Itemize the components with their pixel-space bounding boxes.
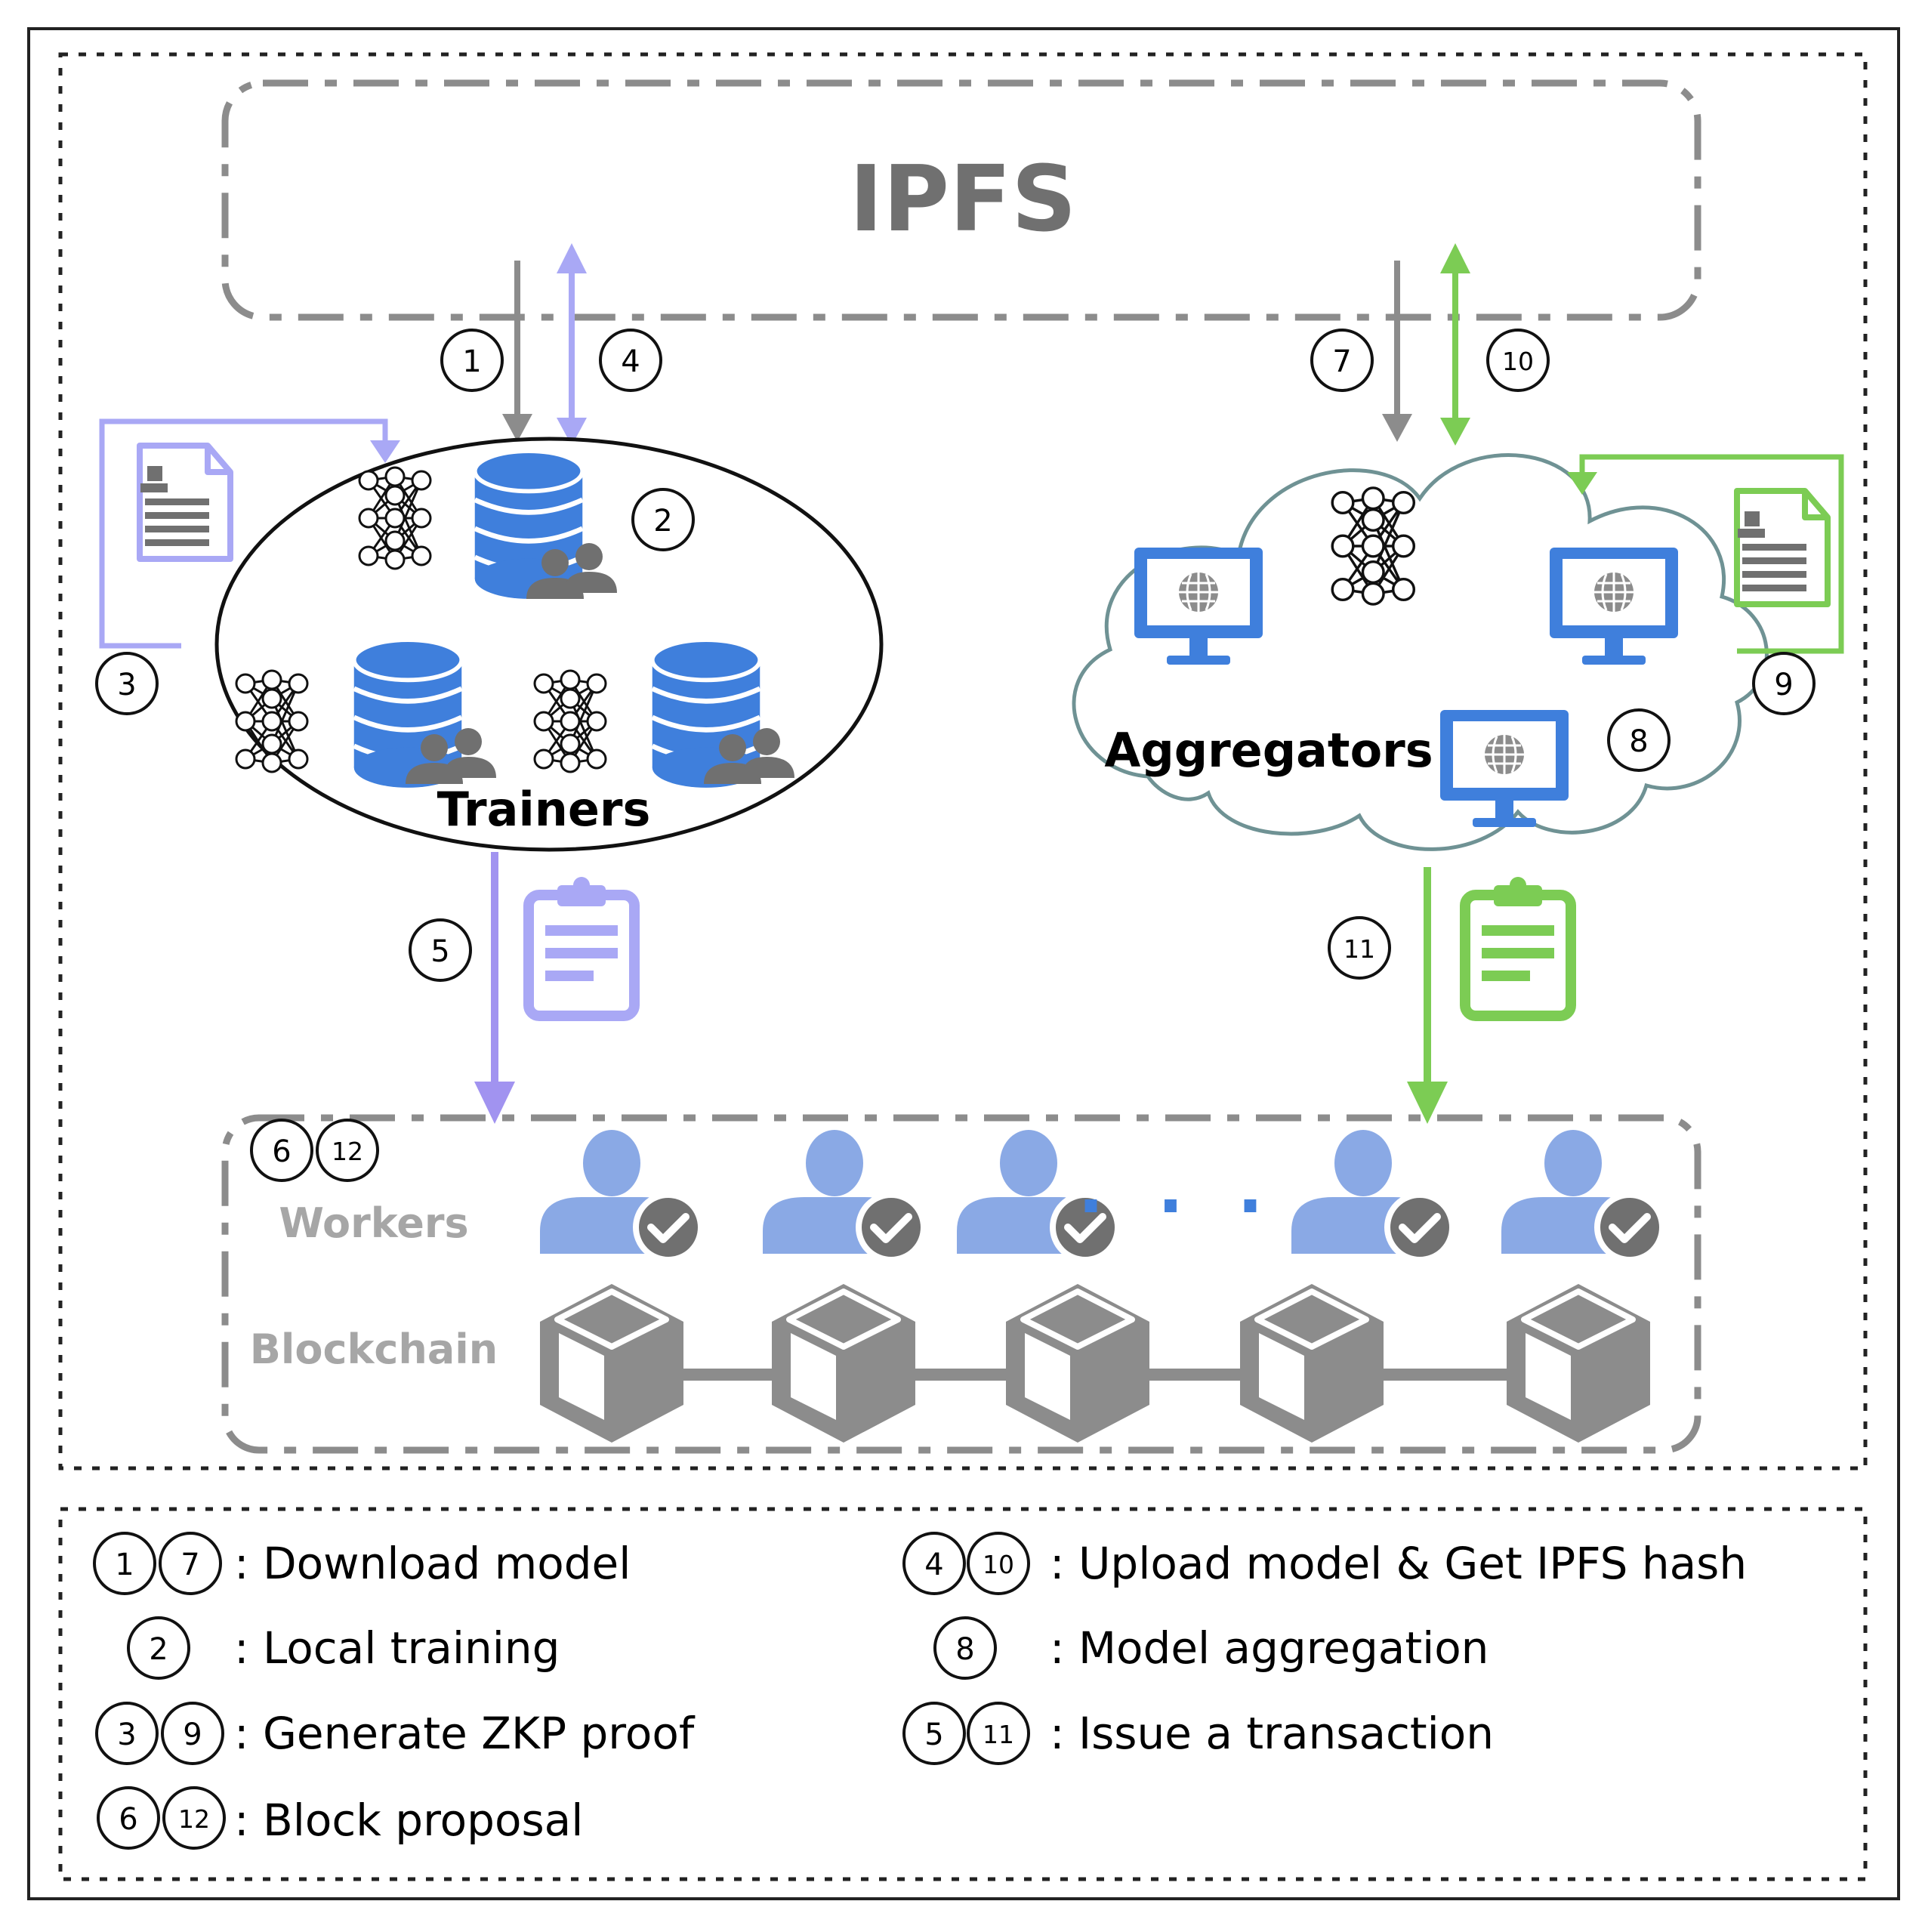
legend-item-zkp: 3 9 : Generate ZKP proof — [95, 1702, 696, 1765]
svg-text:10: 10 — [983, 1550, 1014, 1579]
svg-text:1: 1 — [462, 344, 481, 379]
arrow-transaction-aggregators — [1407, 867, 1448, 1124]
zkp-loop-trainers — [99, 418, 400, 649]
svg-text:12: 12 — [178, 1804, 210, 1834]
legend-item-block-proposal: 6 12 : Block proposal — [97, 1786, 583, 1850]
step-12-marker: 12 — [316, 1119, 379, 1182]
aggregator-model-icon — [1331, 486, 1416, 606]
block-1 — [540, 1284, 683, 1443]
blockchain-label: Blockchain — [250, 1326, 498, 1373]
transaction-clipboard-trainers — [523, 877, 640, 1021]
diagram-frame — [58, 52, 1868, 1471]
trainers-label: Trainers — [437, 782, 651, 837]
legend-item-download: 1 7 : Download model — [93, 1532, 631, 1595]
legend-item-transaction: 5 11 : Issue a transaction — [902, 1702, 1494, 1765]
aggregators-cloud — [1072, 453, 1769, 851]
svg-text:6: 6 — [119, 1802, 137, 1837]
step-2-marker: 2 — [631, 488, 695, 551]
arrow-upload-trainers — [557, 243, 587, 446]
svg-text:8: 8 — [955, 1632, 974, 1667]
step-5-marker: 5 — [409, 918, 472, 982]
worker-4 — [1291, 1130, 1452, 1260]
zkp-loop-aggregators — [1567, 454, 1844, 654]
arrow-download-aggregators — [1382, 261, 1412, 442]
svg-text:5: 5 — [924, 1718, 943, 1752]
svg-text:: Block proposal: : Block proposal — [234, 1795, 583, 1846]
proof-document-icon-aggregators — [1737, 491, 1828, 604]
step-3-marker: 3 — [95, 652, 159, 715]
arrow-transaction-trainers — [474, 852, 515, 1124]
block-3 — [1006, 1284, 1149, 1443]
svg-text:: Generate ZKP proof: : Generate ZKP proof — [234, 1708, 696, 1759]
block-4 — [1240, 1284, 1384, 1443]
step-4-marker: 4 — [599, 329, 662, 392]
aggregators-label: Aggregators — [1104, 723, 1433, 778]
step-8-marker: 8 — [1607, 708, 1671, 772]
arrow-upload-aggregators — [1440, 243, 1470, 446]
svg-text:2: 2 — [653, 504, 672, 539]
legend: 1 7 : Download model 2 : Local training … — [93, 1532, 1747, 1850]
legend-item-aggregation: 8 : Model aggregation — [933, 1616, 1489, 1680]
svg-text:12: 12 — [332, 1137, 363, 1166]
worker-1 — [540, 1130, 701, 1260]
svg-text:11: 11 — [1344, 934, 1375, 964]
svg-text:9: 9 — [1774, 668, 1793, 702]
block-5 — [1507, 1284, 1650, 1443]
proof-document-icon-trainers — [140, 446, 230, 559]
step-10-marker: 10 — [1486, 329, 1550, 392]
workers-ellipsis: . . . — [1078, 1150, 1278, 1229]
svg-text:11: 11 — [983, 1720, 1014, 1749]
svg-text:: Upload model & Get IPFS hash: : Upload model & Get IPFS hash — [1050, 1538, 1747, 1589]
worker-5 — [1501, 1130, 1662, 1260]
svg-text:10: 10 — [1502, 347, 1534, 376]
svg-text:7: 7 — [1332, 344, 1351, 379]
worker-2 — [763, 1130, 924, 1260]
svg-text:4: 4 — [924, 1548, 943, 1582]
svg-text:: Model aggregation: : Model aggregation — [1050, 1622, 1489, 1674]
svg-text:1: 1 — [115, 1548, 134, 1582]
step-6-marker: 6 — [250, 1119, 313, 1182]
workers-label: Workers — [279, 1199, 468, 1247]
arrow-download-trainers — [502, 261, 532, 442]
legend-item-upload: 4 10 : Upload model & Get IPFS hash — [902, 1532, 1747, 1595]
step-7-marker: 7 — [1310, 329, 1374, 392]
blockchain-panel — [221, 1114, 1701, 1454]
svg-text:: Download model: : Download model — [234, 1538, 631, 1589]
legend-item-local-training: 2 : Local training — [127, 1616, 560, 1680]
transaction-clipboard-aggregators — [1460, 877, 1576, 1021]
svg-text:7: 7 — [180, 1548, 199, 1582]
ipfs-box — [221, 79, 1701, 321]
svg-text:8: 8 — [1629, 724, 1648, 759]
svg-text:: Issue a transaction: : Issue a transaction — [1050, 1708, 1494, 1759]
block-2 — [772, 1284, 915, 1443]
step-11-marker: 11 — [1328, 916, 1391, 980]
svg-text:6: 6 — [272, 1134, 291, 1169]
svg-text:4: 4 — [621, 344, 640, 379]
svg-text:9: 9 — [183, 1718, 202, 1752]
svg-text:: Local training: : Local training — [234, 1622, 560, 1674]
svg-text:5: 5 — [430, 934, 449, 969]
svg-text:2: 2 — [149, 1632, 168, 1667]
step-1-marker: 1 — [440, 329, 504, 392]
svg-text:3: 3 — [117, 668, 136, 702]
outer-border — [27, 27, 1900, 1900]
step-9-marker: 9 — [1752, 652, 1816, 715]
svg-text:3: 3 — [117, 1718, 136, 1752]
ipfs-title: IPFS — [850, 147, 1077, 252]
